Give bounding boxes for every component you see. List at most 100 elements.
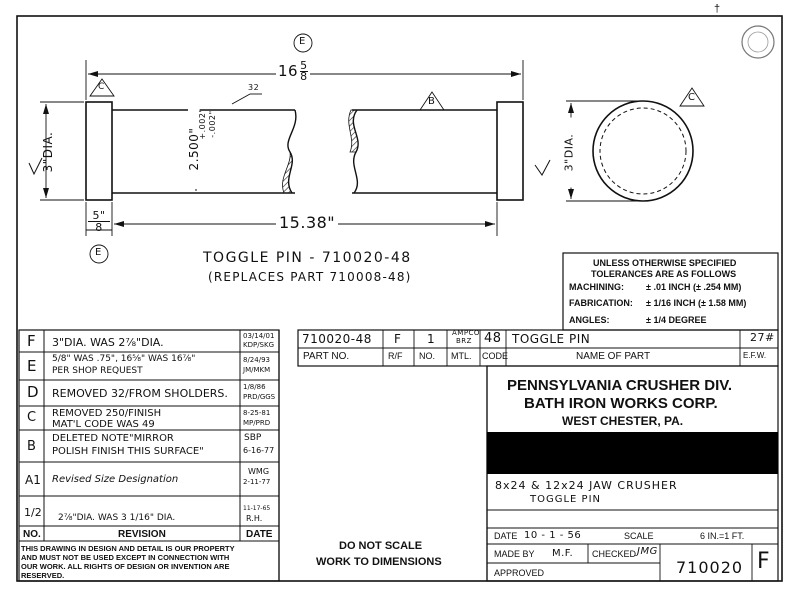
revision-initials: 2-11-77 bbox=[243, 478, 271, 486]
parts-hdr-code: CODE bbox=[482, 351, 509, 361]
tolerance-title-1: UNLESS OTHERWISE SPECIFIED bbox=[593, 258, 737, 268]
date-label: DATE bbox=[494, 531, 518, 541]
revision-initials: KDP/SKG bbox=[243, 341, 275, 349]
parts-hdr-rf: R/F bbox=[388, 351, 403, 361]
machining-value: ± .01 INCH (± .254 MM) bbox=[646, 282, 742, 292]
angles-label: ANGLES: bbox=[569, 315, 610, 325]
right-collar bbox=[496, 101, 524, 201]
parts-hdr-mtl: MTL. bbox=[451, 351, 472, 361]
revision-text: 5/8" WAS .75", 16⅝" WAS 16⅞" bbox=[52, 354, 196, 364]
approved-label: APPROVED bbox=[494, 568, 545, 578]
company-name-2: BATH IRON WORKS CORP. bbox=[524, 395, 718, 412]
part-rf: F bbox=[394, 332, 402, 346]
rev-circle-e-bottom bbox=[89, 244, 109, 264]
shaft-length-dimension: 15.38" bbox=[276, 215, 339, 231]
end-view-inner bbox=[599, 107, 687, 195]
part-item: 27# bbox=[750, 331, 775, 344]
scale-note-1: DO NOT SCALE bbox=[339, 540, 423, 552]
notice-line-2: AND MUST NOT BE USED EXCEPT IN CONNECTIO… bbox=[21, 553, 230, 562]
revision-date: 8-25-81 bbox=[243, 409, 271, 417]
drawing-description-1: 8x24 & 12x24 JAW CRUSHER bbox=[495, 479, 678, 492]
revision-mark: D bbox=[27, 383, 39, 401]
part-qty: 1 bbox=[427, 332, 436, 346]
tolerance-title-2: TOLERANCES ARE AS FOLLOWS bbox=[591, 269, 737, 279]
revision-date: 03/14/01 bbox=[243, 332, 275, 340]
rev-circle-e-top bbox=[293, 33, 313, 53]
notice-line-1: THIS DRAWING IN DESIGN AND DETAIL IS OUR… bbox=[21, 544, 235, 553]
revision-mark: E bbox=[27, 357, 37, 375]
rev-triangle-b bbox=[419, 91, 445, 111]
shaft-tolerance-minus: -.002" bbox=[208, 110, 217, 138]
checked-label: CHECKED bbox=[592, 549, 637, 559]
revision-text-line2: PER SHOP REQUEST bbox=[52, 366, 143, 376]
rev-mark-e-bottom: E bbox=[95, 247, 102, 258]
left-diameter-dimension: 3"DIA. bbox=[41, 131, 55, 173]
drawing-revision: F bbox=[757, 549, 771, 574]
part-name: TOGGLE PIN bbox=[512, 332, 591, 346]
revision-text: REMOVED 250/FINISH bbox=[52, 408, 162, 419]
revision-text: 3"DIA. WAS 2⅞"DIA. bbox=[52, 336, 164, 349]
right-break-hatch bbox=[348, 109, 359, 153]
parts-hdr-efw: E.F.W. bbox=[743, 351, 767, 360]
part-number: 710020-48 bbox=[302, 332, 372, 346]
part-material-1: AMPCO bbox=[452, 329, 480, 337]
revision-mark: 1/2 bbox=[24, 506, 42, 519]
rev-mark-c-right: C bbox=[688, 92, 696, 103]
revision-mark: A1 bbox=[25, 473, 41, 487]
part-code: 48 bbox=[484, 331, 502, 346]
machining-label: MACHINING: bbox=[569, 282, 624, 292]
revision-text: DELETED NOTE"MIRROR bbox=[52, 433, 174, 444]
drawing-replaces-note: (REPLACES PART 710008-48) bbox=[208, 270, 412, 284]
fabrication-label: FABRICATION: bbox=[569, 298, 633, 308]
rev-mark-b: B bbox=[428, 96, 436, 107]
revision-mark: B bbox=[27, 439, 36, 454]
revision-text-line2: POLISH FINISH THIS SURFACE" bbox=[52, 446, 204, 457]
scale-label: SCALE bbox=[624, 531, 654, 541]
left-collar bbox=[85, 101, 113, 201]
drawing-title: TOGGLE PIN - 710020-48 bbox=[203, 250, 412, 266]
drawing-number: 710020 bbox=[676, 558, 744, 577]
shaft-tolerance-plus: +.002" bbox=[198, 108, 207, 140]
revision-date: 8/24/93 bbox=[243, 356, 270, 364]
notice-line-4: RESERVED. bbox=[21, 571, 65, 580]
parts-hdr-name: NAME OF PART bbox=[576, 351, 651, 362]
angles-value: ± 1/4 DEGREE bbox=[646, 315, 707, 325]
end-view-outer bbox=[592, 100, 694, 202]
made-by-label: MADE BY bbox=[494, 549, 535, 559]
rev-mark-e-top: E bbox=[299, 36, 306, 47]
drawing-description-2: TOGGLE PIN bbox=[530, 494, 602, 505]
revision-initials: R.H. bbox=[246, 514, 263, 523]
rev-mark-c1: C bbox=[98, 82, 105, 92]
company-city: WEST CHESTER, PA. bbox=[562, 414, 684, 428]
stamp-seal bbox=[741, 25, 775, 59]
revision-text: 2⅞"DIA. WAS 3 1/16" DIA. bbox=[58, 513, 176, 523]
revision-text: Revised Size Designation bbox=[52, 474, 179, 485]
revision-col-no: NO. bbox=[23, 529, 41, 540]
revision-date: SBP bbox=[244, 433, 262, 443]
checked-value: JMG bbox=[637, 546, 658, 557]
rev-triangle-c-right bbox=[679, 87, 705, 107]
corner-mark: † bbox=[714, 3, 721, 15]
date-value: 10 - 1 - 56 bbox=[524, 530, 582, 541]
sheet-border bbox=[16, 15, 783, 582]
revision-initials: MP/PRD bbox=[243, 419, 271, 427]
revision-initials: JM/MKM bbox=[243, 366, 271, 374]
revision-col-revision: REVISION bbox=[118, 529, 166, 540]
left-break-hatch bbox=[282, 151, 293, 194]
right-diameter-dimension: 3"DIA. bbox=[563, 117, 576, 188]
made-by-value: M.F. bbox=[552, 548, 574, 559]
revision-mark: C bbox=[27, 410, 37, 425]
finish-mark: 32 bbox=[248, 83, 260, 92]
revision-text-line2: MAT'L CODE WAS 49 bbox=[52, 419, 155, 430]
collar-width-dimension: 5" 8 bbox=[88, 210, 110, 233]
fabrication-value: ± 1/16 INCH (± 1.58 MM) bbox=[646, 298, 747, 308]
revision-date: 11-17-65 bbox=[243, 505, 271, 512]
parts-hdr-part-no: PART NO. bbox=[303, 351, 350, 362]
revision-date: WMG bbox=[248, 467, 270, 476]
company-name-1: PENNSYLVANIA CRUSHER DIV. bbox=[507, 377, 733, 394]
scale-value: 6 IN.=1 FT. bbox=[700, 531, 745, 541]
rev-triangle-c1 bbox=[89, 78, 115, 97]
revision-mark: F bbox=[27, 332, 36, 350]
